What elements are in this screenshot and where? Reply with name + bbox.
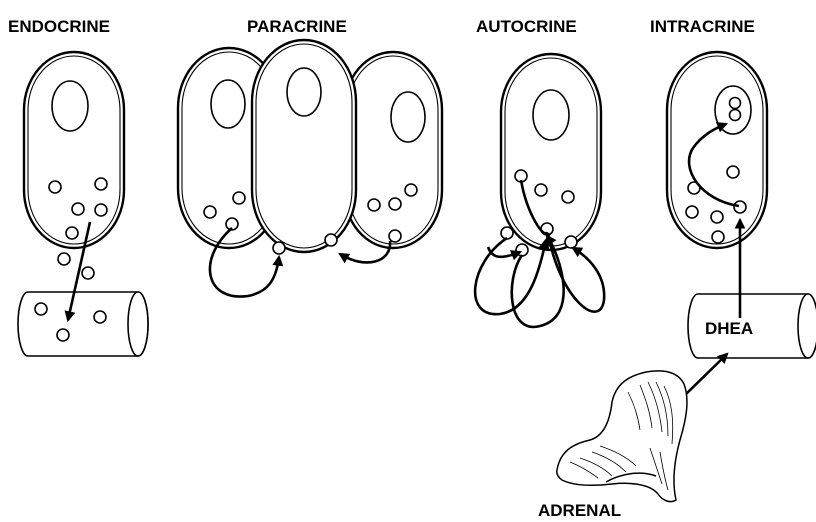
adrenal-label: ADRENAL bbox=[538, 501, 621, 520]
adrenal-to-vessel-arrow bbox=[684, 354, 727, 396]
autocrine-arrow-1 bbox=[475, 238, 546, 314]
blood-vessel bbox=[18, 292, 148, 356]
adrenal-gland-illustration bbox=[557, 371, 687, 502]
title-autocrine: AUTOCRINE bbox=[476, 17, 577, 36]
title-paracrine: PARACRINE bbox=[247, 17, 347, 36]
title-intracrine: INTRACRINE bbox=[650, 17, 755, 36]
paracrine-right-cell bbox=[344, 52, 442, 248]
autocrine-panel bbox=[475, 54, 604, 327]
dhea-label: DHEA bbox=[705, 319, 753, 338]
title-endocrine: ENDOCRINE bbox=[8, 17, 110, 36]
autocrine-cell bbox=[501, 54, 601, 250]
endocrine-panel bbox=[18, 52, 148, 356]
nucleus bbox=[52, 81, 88, 131]
paracrine-panel bbox=[178, 40, 442, 297]
